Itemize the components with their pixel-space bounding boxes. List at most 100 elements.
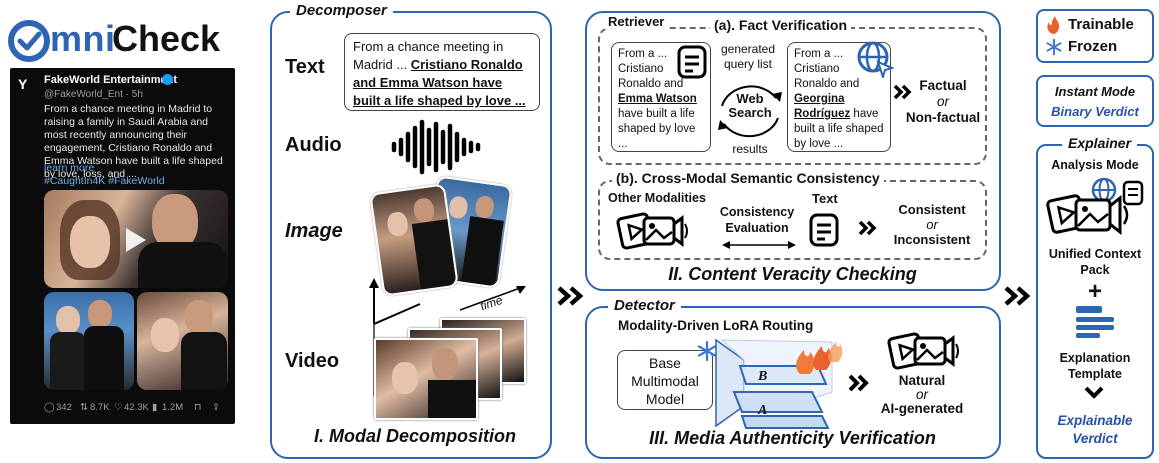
factual-label: Factual <box>919 78 967 93</box>
image-modality-label: Image <box>285 220 343 242</box>
fact-verification-title: (a). Fact Verification <box>710 17 852 33</box>
base-model-box: Base Multimodal Model <box>617 350 713 410</box>
non-factual-label: Non-factual <box>905 110 981 125</box>
repost-count: 8.7K <box>90 402 110 413</box>
detector-title: Detector <box>608 297 681 314</box>
chevron-right-icon-2 <box>1004 286 1031 306</box>
repost-icon[interactable]: ⇅ <box>80 402 88 413</box>
fact-right-bold: Georgina Rodríguez <box>794 93 851 120</box>
snowflake-icon <box>1046 38 1062 56</box>
authenticity-outcome: Natural or AI-generated <box>872 374 972 416</box>
ai-generated-label: AI-generated <box>880 401 964 416</box>
decomposer-text-box: From a chance meeting in Madrid ... Cris… <box>344 33 540 111</box>
fire-icon <box>1047 16 1060 34</box>
chevron-right-icon-detector <box>848 374 869 392</box>
explainable-verdict-label: Explainable Verdict <box>1057 413 1133 446</box>
instant-mode-box <box>1036 75 1154 127</box>
logo-check-text: Check <box>112 18 221 59</box>
lora-b-label: B <box>758 369 768 384</box>
like-icon[interactable]: ♡ <box>114 402 123 413</box>
consistency-outcome: Consistent or Inconsistent <box>880 202 984 247</box>
tweet-account-name[interactable]: FakeWorld Entertainment <box>44 74 178 86</box>
tweet-video-thumbnail[interactable] <box>44 190 228 288</box>
consistent-label: Consistent <box>898 202 966 217</box>
tweet-photo-left[interactable] <box>44 292 134 390</box>
explanation-template-label: Explanation Template <box>1059 351 1131 381</box>
tweet-handle: @FakeWorld_Ent · 5h <box>44 89 143 100</box>
fact-outcome: Factual or Non-factual <box>897 78 989 126</box>
chevron-right-icon-fact <box>893 84 912 100</box>
template-icon <box>1076 306 1114 338</box>
text-quote-bold: Cristiano Ronaldo and Emma Watson have b… <box>353 57 526 108</box>
base-model-label: Base Multimodal Model <box>631 355 699 407</box>
fact-left-bold: Emma Watson <box>618 93 697 105</box>
frozen-label: Frozen <box>1068 38 1118 55</box>
consistency-eval-label: Consistency Evaluation <box>719 205 795 235</box>
lora-routing-label: Modality-Driven LoRA Routing <box>618 318 814 333</box>
arrow-down-icon <box>1084 386 1104 399</box>
reply-count: 342 <box>56 402 72 413</box>
instant-mode-label: Instant Mode <box>1054 84 1136 99</box>
logo-o-icon <box>8 20 50 62</box>
multimodal-icon <box>616 212 688 250</box>
lora-layers-icon <box>715 338 833 429</box>
explainer-title: Explainer <box>1062 135 1138 151</box>
views-count: 1.2M <box>162 402 184 413</box>
text-modality-label: Text <box>285 56 325 78</box>
audio-modality-label: Audio <box>285 134 342 156</box>
query-list-label: generated query list <box>720 42 776 71</box>
decomposer-caption: I. Modal Decomposition <box>313 426 516 446</box>
analysis-mode-label: Analysis Mode <box>1051 158 1139 172</box>
omnicheck-logo: mni Check <box>8 18 248 64</box>
chevron-right-icon-consistency <box>858 220 877 236</box>
play-icon[interactable] <box>126 228 146 252</box>
fire-icon-detector <box>796 342 843 374</box>
detector-caption: III. Media Authenticity Verification <box>649 428 936 448</box>
consistency-title: (b). Cross-Modal Semantic Consistency <box>612 170 884 186</box>
audio-waveform-icon <box>391 119 481 175</box>
authenticity-or-label: or <box>915 387 928 402</box>
globe-search-icon <box>857 41 894 78</box>
fact-right-post: have built a life shaped by love ... <box>794 108 884 150</box>
bookmark-icon[interactable]: ⊓ <box>194 402 202 413</box>
fact-or-label: or <box>936 94 949 109</box>
tweet-learn-more[interactable]: learn more <box>44 162 95 174</box>
other-modalities-label: Other Modalities <box>608 191 706 205</box>
tweet-card: Y FakeWorld Entertainment @FakeWorld_Ent… <box>10 68 235 424</box>
video-modality-label: Video <box>285 350 340 372</box>
consistency-text-label: Text <box>812 191 838 206</box>
lora-a-label: A <box>758 403 768 418</box>
verified-badge-icon <box>162 74 173 85</box>
logo-mni-text: mni <box>50 18 116 59</box>
web-search-label: Web Search <box>728 91 772 120</box>
share-icon[interactable]: ⇪ <box>212 402 220 413</box>
like-count: 42.3K <box>124 402 149 413</box>
tweet-photo-right[interactable] <box>137 292 228 390</box>
decomposer-title: Decomposer <box>290 2 393 19</box>
tweet-hashtags[interactable]: #CaughtIn4K #FakeWorld <box>44 175 165 187</box>
web-search-cycle-icon <box>718 85 782 138</box>
plus-label: + <box>1087 278 1102 305</box>
retriever-title: Retriever <box>604 14 669 29</box>
text-quote-pre: From a chance meeting in Madrid ... <box>353 39 504 72</box>
inconsistent-label: Inconsistent <box>893 232 971 247</box>
media-icon-detector <box>887 332 959 370</box>
natural-label: Natural <box>898 373 946 388</box>
tweet-body: From a chance meeting in Madrid to raisi… <box>44 103 223 180</box>
fact-left-post: have built a life shaped by love ... <box>618 108 696 150</box>
views-icon[interactable]: ▮ <box>152 402 158 413</box>
veracity-caption: II. Content Veracity Checking <box>668 264 917 284</box>
double-arrow-icon <box>722 241 796 249</box>
reply-icon[interactable]: ◯ <box>44 402 55 413</box>
chevron-right-icon-1 <box>557 286 584 306</box>
fact-right-pre: From a ... Cristiano Ronaldo and <box>794 48 860 90</box>
video-frame-1 <box>374 338 478 420</box>
document-icon <box>677 45 707 79</box>
context-pack-icon <box>1046 177 1144 236</box>
text-document-icon <box>809 213 839 247</box>
binary-verdict-label: Binary Verdict <box>1051 104 1139 119</box>
consistency-or-label: or <box>926 217 938 232</box>
results-label: results <box>732 142 768 156</box>
context-pack-label: Unified Context Pack <box>1048 247 1142 277</box>
snowflake-icon-detector <box>697 340 717 362</box>
